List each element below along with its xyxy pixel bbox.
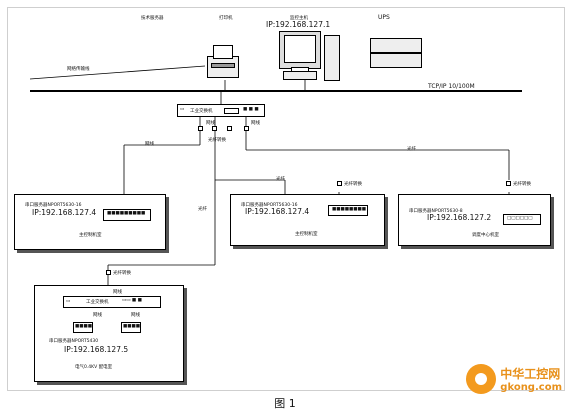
bottom-sub-link-left: 网线 xyxy=(93,313,102,318)
bottom-link: 光纤 xyxy=(198,207,207,212)
station1-name: 主控制机室 xyxy=(79,233,102,238)
bottom-sub-link-right: 网线 xyxy=(131,313,140,318)
fiber-converter-icon xyxy=(106,270,111,275)
hub-port-icon xyxy=(198,126,203,131)
watermark-url: gkong.com xyxy=(500,382,562,393)
station2-converter: 光纤转换 xyxy=(344,182,362,187)
station3-converter: 光纤转换 xyxy=(513,182,531,187)
network-cable-line xyxy=(29,65,206,80)
hub-port-icon xyxy=(227,126,232,131)
label-ups: UPS xyxy=(378,14,390,21)
station1-link: 网线 xyxy=(145,142,154,147)
serial-server-icon: ■■■■ xyxy=(73,322,93,333)
core-switch: ▭ 工业交换机 ■ ■ ■ xyxy=(177,104,265,117)
bottom-name: 电气0.4KV 配电室 xyxy=(75,365,113,370)
bottom-model: 串口服务器NPORT5430 xyxy=(49,339,99,344)
station3-model: 串口服务器NPORT5630-8 xyxy=(409,209,463,214)
serial-server-icon: ■■■■■■■■ xyxy=(328,205,368,216)
port-block-icon xyxy=(224,108,239,114)
station3-ip: IP:192.168.127.2 xyxy=(427,213,492,222)
station2-model: 串口服务器NPORT5630-16 xyxy=(241,203,298,208)
bus-label: TCP/IP 10/100M xyxy=(428,83,475,90)
hub-port-icon xyxy=(212,126,217,131)
station3-box: □□□□□□ 串口服务器NPORT5630-8 IP:192.168.127.2… xyxy=(398,194,551,246)
station3-link: 光纤 xyxy=(407,147,416,152)
pc-ip: IP:192.168.127.1 xyxy=(266,20,331,29)
label-left: 技术服务器 xyxy=(141,16,164,21)
bottom-station-box: 网线 ▭ 工业交换机 ▭▭ ■ ■ 网线 网线 ■■■■ ■■■■ 串口服务器N… xyxy=(34,285,184,382)
station1-ip: IP:192.168.127.4 xyxy=(32,208,97,217)
serial-server-icon: ■■■■ xyxy=(121,322,141,333)
station1-model: 串口服务器NPORT5630-16 xyxy=(25,203,82,208)
serial-server-icon: ■■■■■■■■■ xyxy=(103,209,151,221)
watermark-cn: 中华工控网 xyxy=(500,367,561,381)
label-printer: 打印机 xyxy=(219,16,233,21)
bottom-ip: IP:192.168.127.5 xyxy=(64,345,129,354)
bottom-inner-link: 网线 xyxy=(113,290,122,295)
label-network-cable: 网络传输线 xyxy=(67,67,90,72)
station1-box: ■■■■■■■■■ 串口服务器NPORT5630-16 IP:192.168.1… xyxy=(14,194,166,250)
bottom-switch-label: 工业交换机 xyxy=(86,300,109,305)
station2-name: 主控制机室 xyxy=(295,232,318,237)
label-pc: 监控主机 xyxy=(290,16,308,21)
bottom-converter: 光纤转换 xyxy=(113,271,131,276)
serial-server-icon: □□□□□□ xyxy=(503,214,541,225)
core-switch-label: 工业交换机 xyxy=(190,109,213,114)
diagram-frame xyxy=(7,7,565,391)
fiber-converter-icon xyxy=(506,181,511,186)
hub-link-mid: 光纤转换 xyxy=(208,138,226,143)
station2-box: ■■■■■■■■ 串口服务器NPORT5630-16 IP:192.168.12… xyxy=(230,194,385,246)
gear-icon xyxy=(466,364,497,394)
station2-link: 光纤 xyxy=(276,177,285,182)
hub-port-icon xyxy=(244,126,249,131)
hub-link-right: 网线 xyxy=(251,121,260,126)
fiber-converter-icon xyxy=(337,181,342,186)
hub-link-left: 网线 xyxy=(206,121,215,126)
station3-name: 调度中心机室 xyxy=(472,233,499,238)
station2-ip: IP:192.168.127.4 xyxy=(245,207,310,216)
figure-caption: 图 1 xyxy=(274,397,296,410)
watermark: 中华工控网 gkong.com xyxy=(466,364,562,394)
bottom-switch: ▭ 工业交换机 ▭▭ ■ ■ xyxy=(63,296,161,308)
